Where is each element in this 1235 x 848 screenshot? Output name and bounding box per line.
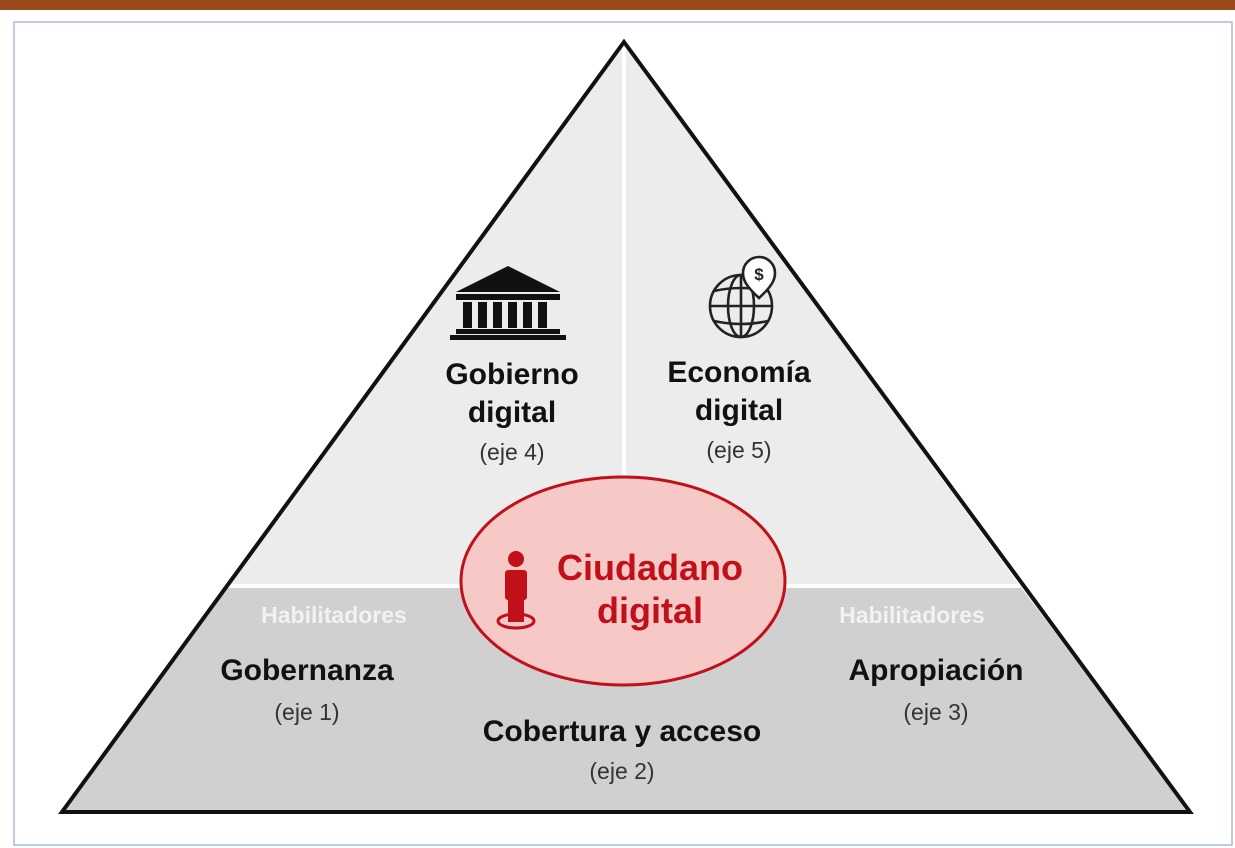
gobierno-axis: (eje 4): [479, 439, 544, 465]
gobernanza-title: Gobernanza: [220, 654, 394, 687]
gobernanza-axis: (eje 1): [274, 699, 339, 725]
bank-building-icon: [450, 266, 566, 340]
habilitadores-right: Habilitadores: [839, 602, 985, 628]
pyramid-lower-section: [62, 586, 1190, 812]
cobertura-axis: (eje 2): [589, 758, 654, 784]
top-rule: [0, 0, 1235, 10]
gobierno-title-line2: digital: [468, 396, 556, 429]
apropiacion-axis: (eje 3): [903, 699, 968, 725]
apropiacion-title: Apropiación: [848, 654, 1023, 687]
person-location-icon: [496, 551, 536, 630]
cobertura-title: Cobertura y acceso: [483, 715, 761, 748]
habilitadores-left: Habilitadores: [261, 602, 407, 628]
page-frame: [13, 21, 1233, 846]
ciudadano-line2: digital: [597, 590, 703, 631]
economia-axis: (eje 5): [706, 437, 771, 463]
ciudadano-line1: Ciudadano: [557, 547, 743, 588]
economia-title-line2: digital: [695, 394, 783, 427]
economia-title-line1: Economía: [667, 356, 811, 389]
globe-dollar-icon: $: [708, 255, 777, 339]
ciudadano-ellipse: [459, 475, 787, 687]
gobierno-title-line1: Gobierno: [445, 358, 578, 391]
dollar-sign: $: [754, 265, 764, 284]
pyramid-outline: [58, 38, 1194, 814]
